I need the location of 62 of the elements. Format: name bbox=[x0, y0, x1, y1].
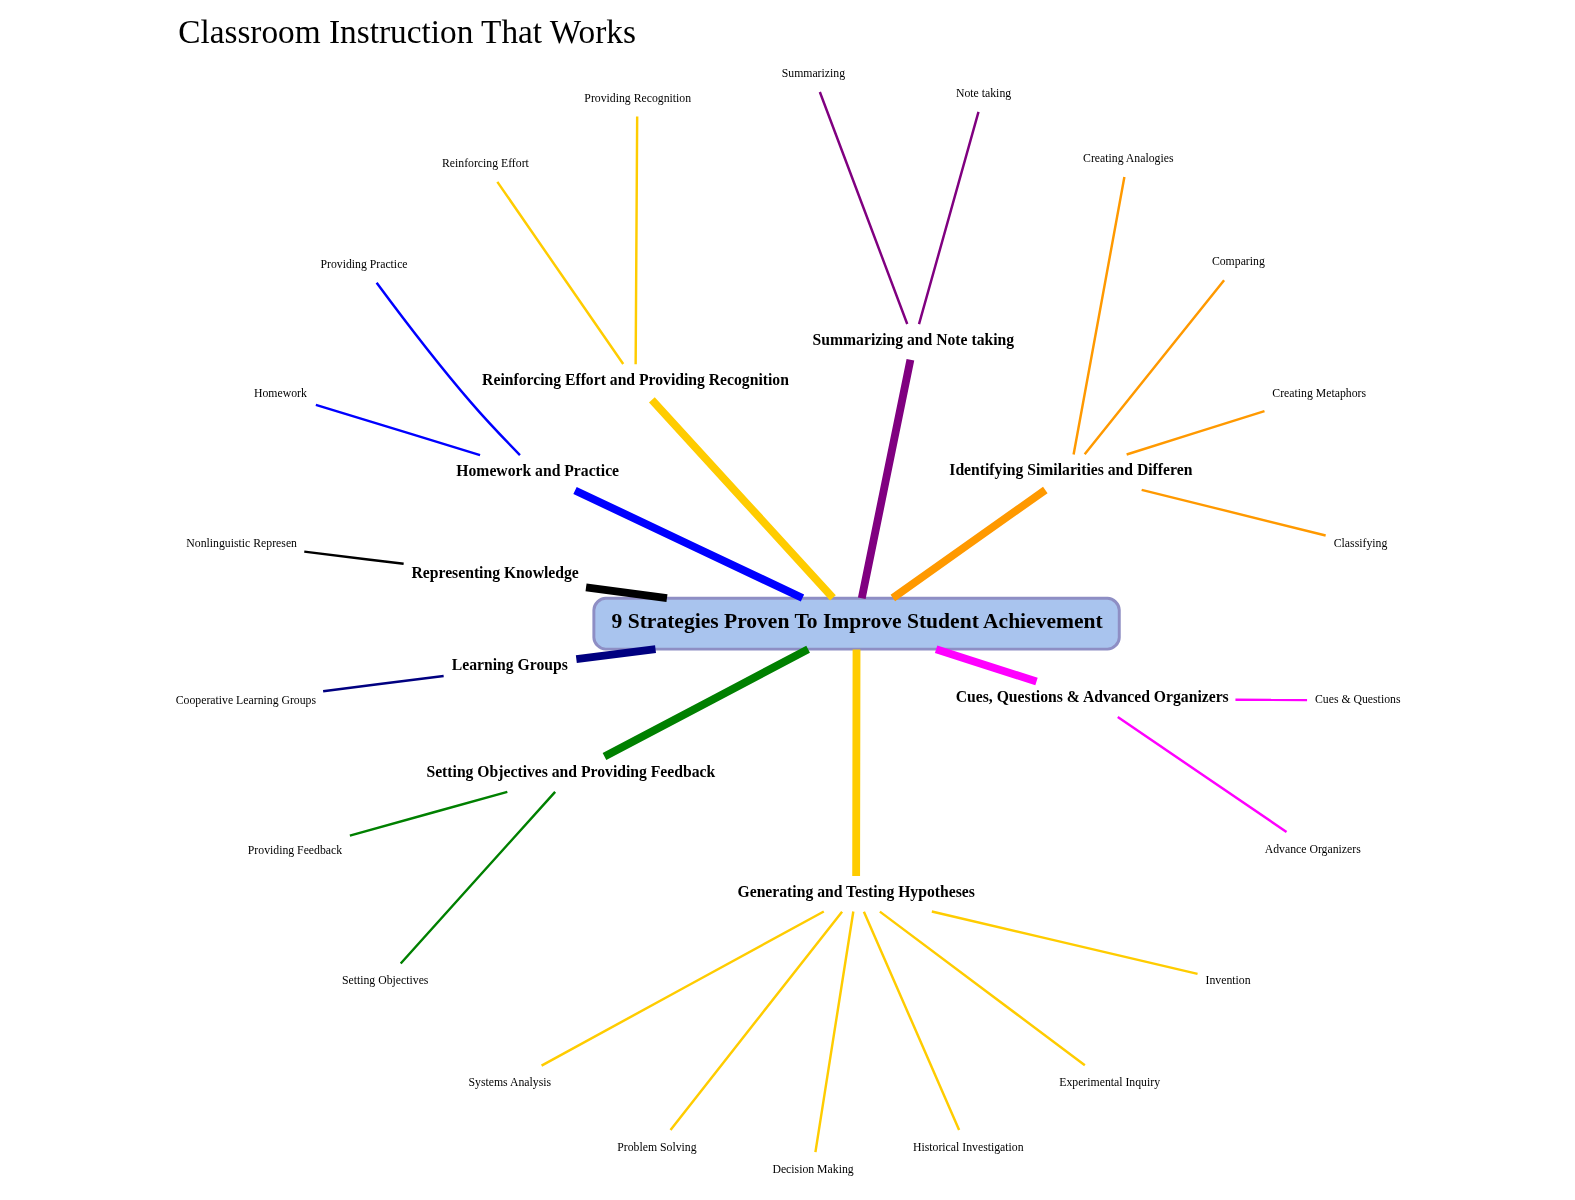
connector bbox=[540, 910, 824, 1067]
connector bbox=[633, 116, 638, 365]
connector bbox=[315, 403, 480, 457]
connector bbox=[375, 282, 521, 456]
connector bbox=[495, 181, 624, 365]
node-text: Experimental Inquiry bbox=[1058, 1076, 1160, 1090]
node-text: Identifying Similarities and Differen bbox=[948, 460, 1192, 478]
node-text: Historical Investigation bbox=[912, 1140, 1024, 1154]
connector bbox=[1140, 488, 1326, 537]
node-text: Cooperative Learning Groups bbox=[175, 694, 316, 708]
node-text: Advance Organizers bbox=[1264, 842, 1361, 856]
connector bbox=[349, 790, 508, 837]
node-text: Creating Analogies bbox=[1082, 152, 1173, 166]
node-text: Creating Metaphors bbox=[1271, 387, 1366, 401]
connector bbox=[1116, 716, 1287, 833]
connector bbox=[399, 791, 556, 965]
node-text: Cues, Questions & Advanced Organizers bbox=[955, 687, 1229, 705]
node-text: Summarizing bbox=[781, 67, 845, 81]
diagram-title: Classroom Instruction That Works bbox=[177, 12, 636, 50]
node-text: Decision Making bbox=[771, 1163, 854, 1177]
connector bbox=[572, 486, 804, 602]
connector bbox=[602, 645, 810, 761]
connector bbox=[1125, 409, 1265, 456]
node-text: Cues & Questions bbox=[1314, 693, 1400, 707]
node-text: Homework and Practice bbox=[455, 461, 619, 479]
connector bbox=[890, 486, 1048, 602]
connector bbox=[851, 649, 860, 877]
node-text: Generating and Testing Hypotheses bbox=[737, 882, 975, 900]
connector bbox=[1083, 279, 1225, 456]
connector bbox=[862, 911, 960, 1131]
node-text: Nonlinguistic Represen bbox=[185, 536, 297, 550]
connector bbox=[934, 645, 1038, 686]
connector bbox=[303, 550, 404, 566]
connector bbox=[818, 91, 908, 325]
connector bbox=[648, 397, 836, 601]
node-text: Setting Objectives bbox=[341, 974, 428, 988]
node-text: Note taking bbox=[955, 87, 1011, 101]
connector bbox=[669, 910, 843, 1131]
connector bbox=[1071, 176, 1126, 455]
node-text: Reinforcing Effort and Providing Recognition bbox=[481, 370, 789, 388]
connector bbox=[878, 910, 1086, 1067]
node-text: Reinforcing Effort bbox=[441, 157, 529, 171]
node-text: Providing Practice bbox=[319, 257, 408, 271]
node-box: 9 Strategies Proven To Improve Student Achievement bbox=[591, 596, 1121, 651]
node-text: Providing Recognition bbox=[583, 91, 691, 105]
node-text: Representing Knowledge bbox=[411, 563, 579, 581]
connector bbox=[322, 674, 444, 693]
node-text: Classifying bbox=[1333, 537, 1387, 551]
node-text: Learning Groups bbox=[451, 656, 568, 674]
node-text: Invention bbox=[1205, 974, 1251, 988]
connector bbox=[813, 911, 855, 1153]
connector bbox=[931, 910, 1198, 976]
node-text: Providing Feedback bbox=[247, 843, 342, 857]
node-text: Problem Solving bbox=[616, 1140, 697, 1154]
connector bbox=[857, 358, 914, 599]
node-text: Setting Objectives and Providing Feedback bbox=[425, 762, 715, 780]
node-text: Comparing bbox=[1211, 255, 1265, 269]
node-text: Homework bbox=[253, 387, 307, 401]
connector bbox=[1234, 698, 1307, 702]
node-text: Summarizing and Note taking bbox=[812, 330, 1014, 348]
node-text: Systems Analysis bbox=[468, 1076, 551, 1090]
connector bbox=[917, 111, 980, 325]
